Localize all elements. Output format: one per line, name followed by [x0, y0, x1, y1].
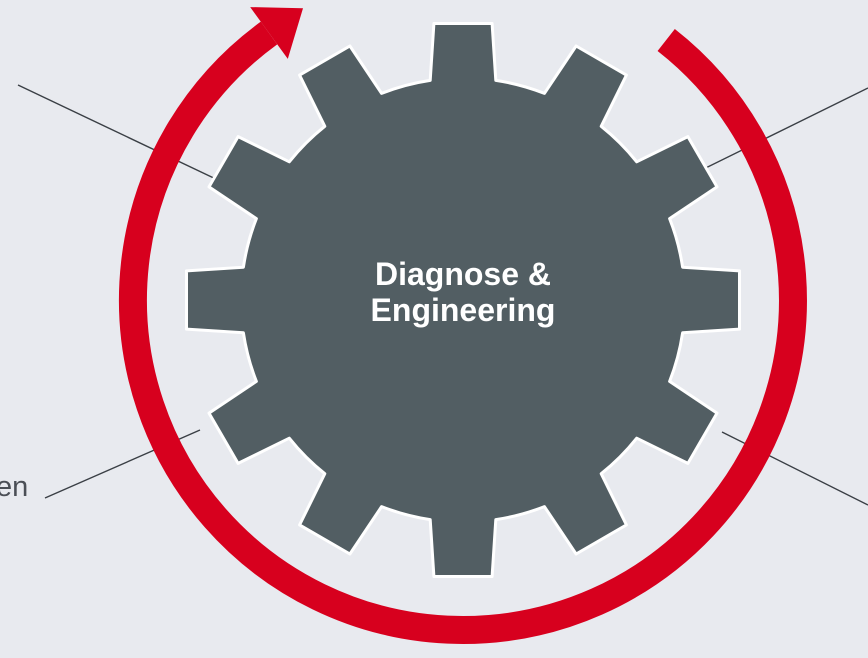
cycle-arrow-head	[250, 7, 303, 59]
cycle-arrow-icon	[119, 7, 807, 644]
gear-icon	[185, 22, 741, 578]
cycle-arrow-arc	[119, 21, 807, 644]
side-text-fragment: en	[0, 471, 29, 503]
gear-label: Diagnose & Engineering	[318, 256, 608, 328]
gear-label-line1: Diagnose &	[374, 256, 552, 292]
gear-label-line2: Engineering	[370, 292, 556, 328]
